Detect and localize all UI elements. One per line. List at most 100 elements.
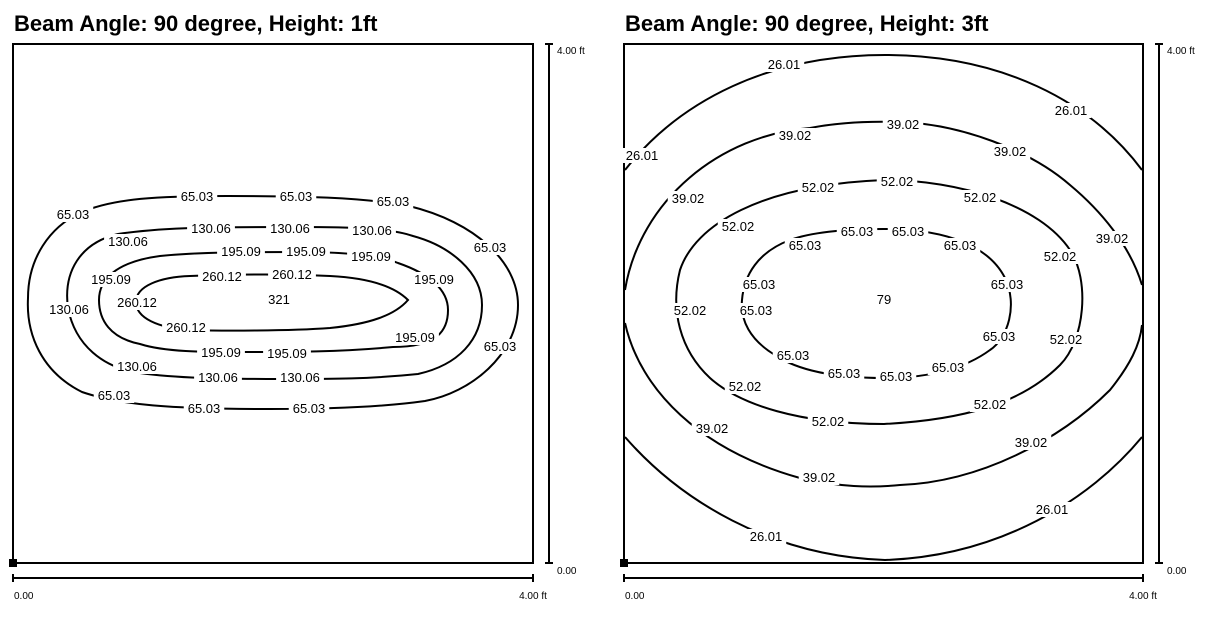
contour-label-bg bbox=[194, 370, 242, 385]
contour-label: 52.02 bbox=[964, 190, 997, 205]
contour-label: 52.02 bbox=[1050, 332, 1083, 347]
contour-label-bg bbox=[882, 117, 924, 132]
contour-label-bg bbox=[978, 329, 1020, 344]
contour-label-bg bbox=[288, 401, 330, 416]
contour-label: 65.03 bbox=[98, 388, 131, 403]
contour-label-bg bbox=[724, 379, 766, 394]
contour-label-bg bbox=[939, 238, 981, 253]
contour-line bbox=[624, 436, 1143, 562]
contour-label: 65.03 bbox=[280, 189, 313, 204]
contour-label: 65.03 bbox=[474, 240, 507, 255]
plot-frame bbox=[623, 43, 1144, 564]
contour-label-bg bbox=[469, 240, 511, 255]
contour-label: 130.06 bbox=[108, 234, 148, 249]
contour-label: 195.09 bbox=[351, 249, 391, 264]
contour-label: 39.02 bbox=[1015, 435, 1048, 450]
center-value-label: 79 bbox=[877, 292, 891, 307]
contour-label-bg bbox=[738, 277, 780, 292]
contour-label: 39.02 bbox=[887, 117, 920, 132]
contour-label-bg bbox=[621, 148, 663, 163]
contour-label: 65.03 bbox=[777, 348, 810, 363]
contour-label: 65.03 bbox=[181, 189, 214, 204]
contour-label: 52.02 bbox=[802, 180, 835, 195]
contour-label-bg bbox=[774, 128, 816, 143]
contour-label: 130.06 bbox=[49, 302, 89, 317]
chart-title: Beam Angle: 90 degree, Height: 1ft bbox=[14, 11, 378, 36]
contour-label-bg bbox=[784, 238, 826, 253]
contour-line bbox=[624, 322, 1143, 488]
contour-label: 130.06 bbox=[270, 221, 310, 236]
contour-label-bg bbox=[217, 244, 265, 259]
contour-label-bg bbox=[198, 269, 246, 284]
contour-label: 260.12 bbox=[117, 295, 157, 310]
contour-label: 65.03 bbox=[828, 366, 861, 381]
contour-label: 195.09 bbox=[221, 244, 261, 259]
contour-label: 195.09 bbox=[267, 346, 307, 361]
contour-label-bg bbox=[410, 272, 458, 287]
contour-label: 130.06 bbox=[198, 370, 238, 385]
contour-label-bg bbox=[372, 194, 414, 209]
contour-label-bg bbox=[391, 330, 439, 345]
contour-label: 130.06 bbox=[280, 370, 320, 385]
contour-line bbox=[675, 178, 1084, 426]
contour-label-bg bbox=[87, 272, 135, 287]
contour-label: 195.09 bbox=[414, 272, 454, 287]
contour-label-bg bbox=[52, 207, 94, 222]
y-axis-max-label: 4.00 ft bbox=[1167, 46, 1195, 57]
y-axis-min-label: 0.00 bbox=[557, 566, 577, 577]
contour-label: 65.03 bbox=[944, 238, 977, 253]
contour-label: 26.01 bbox=[768, 57, 801, 72]
contour-label: 52.02 bbox=[722, 219, 755, 234]
contour-label-bg bbox=[275, 189, 317, 204]
contour-label: 65.03 bbox=[789, 238, 822, 253]
contour-label-bg bbox=[836, 224, 878, 239]
contour-label-bg bbox=[1031, 502, 1073, 517]
contour-label-bg bbox=[113, 359, 161, 374]
contour-label: 39.02 bbox=[994, 144, 1027, 159]
contour-label: 130.06 bbox=[191, 221, 231, 236]
contour-label-bg bbox=[669, 303, 711, 318]
plot-frame bbox=[12, 43, 534, 564]
contour-label: 52.02 bbox=[974, 397, 1007, 412]
contour-label-bg bbox=[187, 221, 235, 236]
contour-label: 26.01 bbox=[750, 529, 783, 544]
contour-label: 39.02 bbox=[672, 191, 705, 206]
contour-label-bg bbox=[183, 401, 225, 416]
contour-label-bg bbox=[276, 370, 324, 385]
contour-label: 26.01 bbox=[1055, 103, 1088, 118]
contour-label-bg bbox=[763, 57, 805, 72]
contour-label: 65.03 bbox=[841, 224, 874, 239]
contour-label-bg bbox=[717, 219, 759, 234]
contour-label-bg bbox=[876, 174, 918, 189]
contour-label-bg bbox=[1045, 332, 1087, 347]
contour-label-bg bbox=[823, 366, 865, 381]
contour-label-bg bbox=[93, 388, 135, 403]
x-axis-max-label: 4.00 ft bbox=[519, 591, 547, 602]
contour-label-bg bbox=[162, 320, 210, 335]
chart-title: Beam Angle: 90 degree, Height: 3ft bbox=[625, 11, 989, 36]
contour-label-bg bbox=[887, 224, 929, 239]
contour-label: 195.09 bbox=[286, 244, 326, 259]
contour-label-bg bbox=[989, 144, 1031, 159]
contour-label-bg bbox=[745, 529, 787, 544]
contour-label-bg bbox=[263, 346, 311, 361]
contour-label-bg bbox=[282, 244, 330, 259]
contour-label: 26.01 bbox=[1036, 502, 1069, 517]
contour-label: 26.01 bbox=[626, 148, 659, 163]
contour-label: 52.02 bbox=[1044, 249, 1077, 264]
contour-label-bg bbox=[348, 223, 396, 238]
y-axis-max-label: 4.00 ft bbox=[557, 46, 585, 57]
contour-label: 39.02 bbox=[1096, 231, 1129, 246]
contour-label-bg bbox=[927, 360, 969, 375]
y-axis-min-label: 0.00 bbox=[1167, 566, 1187, 577]
contour-label-bg bbox=[959, 190, 1001, 205]
center-value-label: 321 bbox=[268, 292, 290, 307]
contour-chart-2: Beam Angle: 90 degree, Height: 3ft 4.00 f… bbox=[620, 11, 1195, 602]
contour-label-bg bbox=[986, 277, 1028, 292]
contour-chart-1: Beam Angle: 90 degree, Height: 1ft 4.00 f… bbox=[9, 11, 585, 602]
contour-label-bg bbox=[104, 234, 152, 249]
contour-label: 65.03 bbox=[57, 207, 90, 222]
contour-label-bg bbox=[667, 191, 709, 206]
contour-label: 39.02 bbox=[696, 421, 729, 436]
